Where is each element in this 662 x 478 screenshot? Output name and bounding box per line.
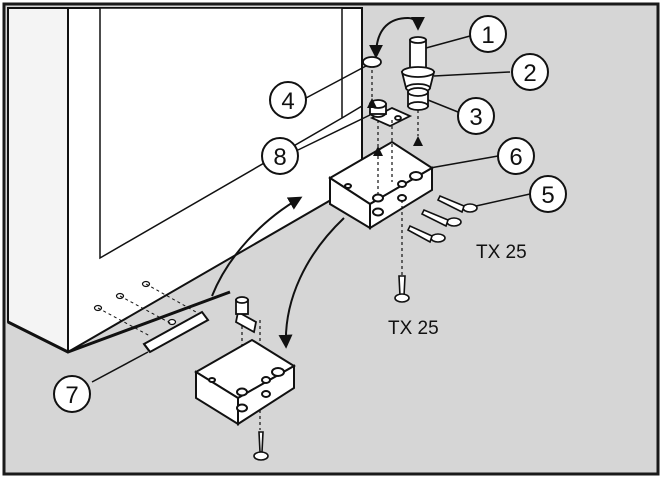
callout-8-label: 8 (273, 144, 286, 171)
screw-bottom-bracket (253, 431, 269, 461)
callout-2: 2 (511, 53, 549, 91)
arrow-swap-top (369, 16, 425, 59)
callout-3-label: 3 (469, 104, 482, 131)
arrow-move-down (278, 217, 345, 349)
screw-top-bracket (394, 275, 410, 303)
part-5-screws (406, 194, 478, 244)
pin-stack (400, 36, 436, 111)
part-4-cap (362, 56, 382, 68)
bottom-hinge-pin (234, 296, 258, 334)
callout-3: 3 (457, 97, 495, 135)
hole-guide-lines (97, 283, 197, 337)
callout-8: 8 (261, 137, 299, 175)
callout-6-label: 6 (509, 144, 522, 171)
torx-label-bracket-screw: TX 25 (388, 318, 439, 339)
part-6-top-hinge-bracket (328, 140, 434, 230)
appliance-side-panel (7, 7, 69, 354)
part-7-cover-strip (142, 310, 210, 354)
callout-5: 5 (529, 175, 567, 213)
part-8-hinge-pin (369, 99, 413, 127)
callout-5-label: 5 (541, 182, 554, 209)
appliance-inner-edge (341, 105, 363, 119)
callout-1: 1 (469, 15, 507, 53)
insert-arrows (367, 98, 423, 156)
callout-2-label: 2 (523, 60, 536, 87)
torx-label-screws: TX 25 (476, 242, 527, 263)
callout-7-label: 7 (65, 382, 78, 409)
callout-1-label: 1 (481, 22, 494, 49)
bottom-hinge-bracket (194, 338, 296, 426)
appliance-base-line (67, 290, 231, 354)
appliance-bottom-edge (7, 320, 69, 354)
callout-6: 6 (497, 137, 535, 175)
callout-4: 4 (269, 81, 307, 119)
callout-7: 7 (53, 375, 91, 413)
part-3-washer (407, 87, 429, 111)
arrow-move-up (211, 196, 303, 297)
leader-lines (91, 35, 531, 383)
callout-4-label: 4 (281, 88, 294, 115)
part-1-pin (409, 39, 427, 71)
part-2-bushing (400, 66, 436, 93)
